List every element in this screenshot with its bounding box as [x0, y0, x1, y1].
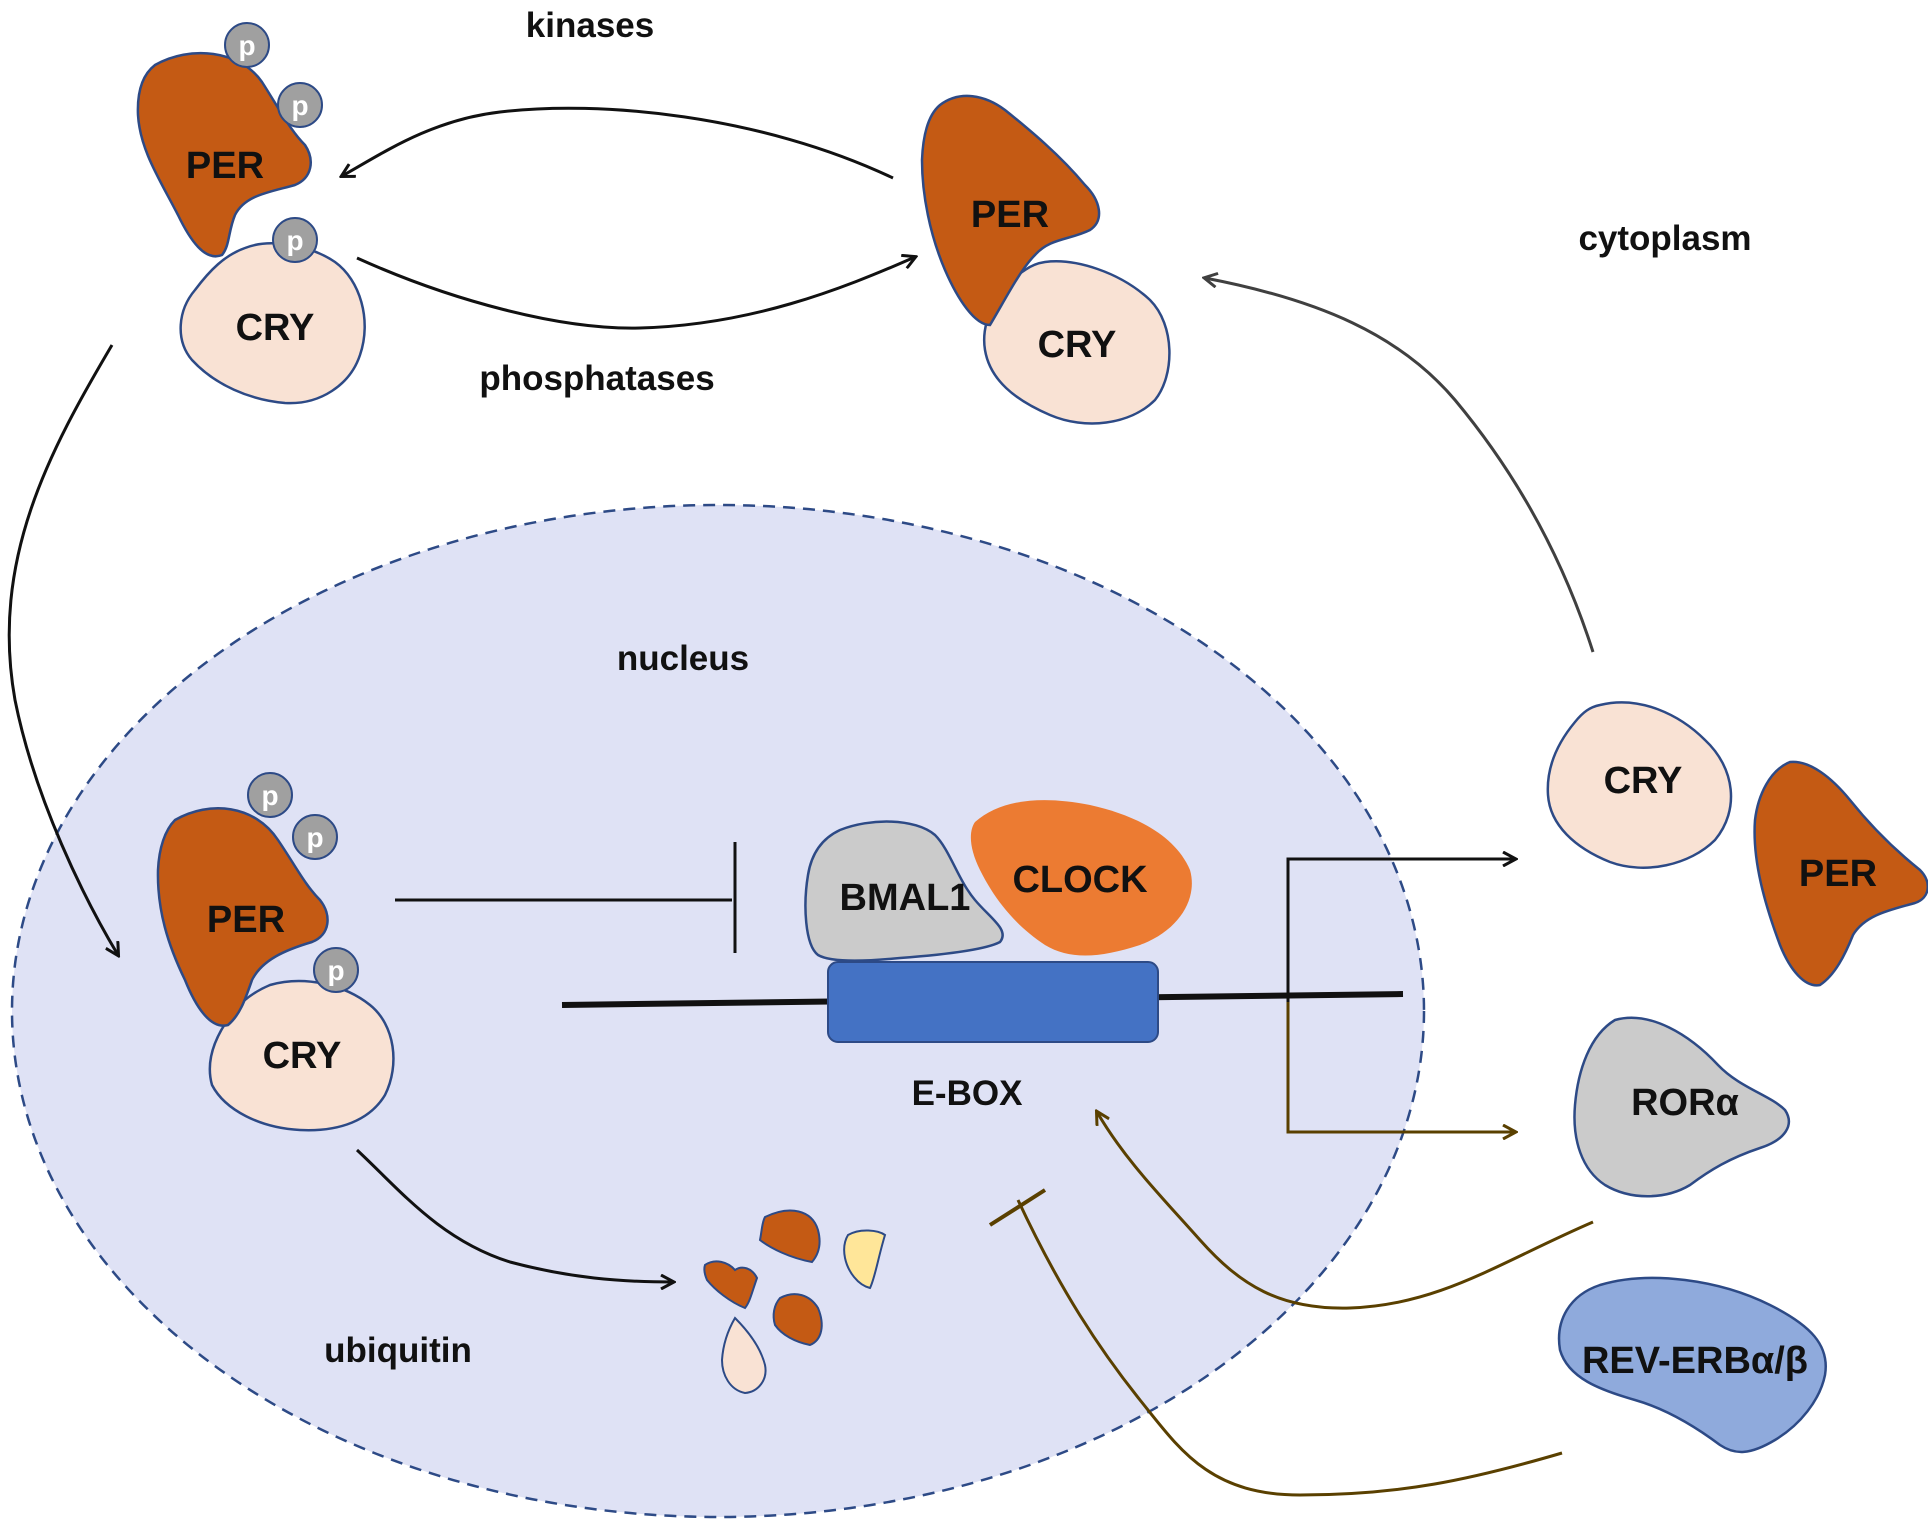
dephosphorylated-complex-top: PER CRY — [920, 94, 1171, 425]
phospho-label: p — [238, 30, 255, 61]
cytoplasm-label: cytoplasm — [1578, 219, 1751, 258]
phospho-label: p — [327, 955, 344, 986]
reverb-label: REV-ERBα/β — [1582, 1340, 1808, 1382]
phospho-label: p — [291, 90, 308, 121]
per-fragment — [772, 1293, 823, 1347]
phospho-label: p — [306, 822, 323, 853]
ror-activation-arrow — [1097, 1112, 1594, 1310]
nucleus-label: nucleus — [617, 639, 749, 678]
reverb-protein-shape — [1557, 1276, 1827, 1454]
per-protein-shape — [136, 51, 312, 258]
bmal1-protein-shape — [804, 820, 1004, 962]
phosphatases-arrow — [356, 257, 915, 330]
phosphorylated-complex-top: p p p PER CRY — [136, 22, 366, 405]
cry-protein-shape — [1546, 701, 1733, 869]
clock-protein-shape — [970, 800, 1192, 956]
phosphatases-label: phosphatases — [479, 359, 714, 398]
inhibition-line — [395, 842, 737, 953]
phospho-p-2 — [277, 82, 323, 128]
phospho-p-3 — [313, 947, 359, 993]
ebox-block — [827, 961, 1159, 1043]
per-label: PER — [971, 194, 1049, 236]
per-protein-shape — [156, 807, 329, 1027]
degraded-protein-fragments — [703, 1209, 887, 1395]
cry-protein-shape — [179, 242, 366, 405]
phospho-p-3 — [272, 217, 318, 263]
per-fragment — [758, 1209, 821, 1264]
ror-protein-shape — [1573, 1016, 1791, 1198]
cry-label: CRY — [1604, 760, 1683, 802]
bmal1-label: BMAL1 — [840, 877, 971, 919]
per-fragment — [703, 1260, 759, 1310]
transcription-arrow-cry-per — [1286, 859, 1515, 1002]
per-label: PER — [186, 145, 264, 187]
cry-label: CRY — [263, 1035, 342, 1077]
per-protein-shape — [1753, 760, 1928, 987]
ubiquitin-label: ubiquitin — [324, 1331, 472, 1370]
transcription-arrow-ror — [1286, 1002, 1515, 1132]
phospho-label: p — [286, 225, 303, 256]
phosphorylated-complex-nucleus: p p p PER CRY — [156, 772, 395, 1132]
cry-label: CRY — [1038, 324, 1117, 366]
phospho-p-1 — [224, 22, 270, 68]
per-protein-shape — [920, 94, 1101, 327]
nuclear-import-arrow — [7, 344, 118, 955]
per-label: PER — [207, 899, 285, 941]
reverb-repression-line — [1016, 1199, 1563, 1497]
ror-label: RORα — [1631, 1082, 1739, 1124]
phospho-label: p — [261, 780, 278, 811]
phospho-p-2 — [292, 814, 338, 860]
nucleus-membrane — [10, 503, 1426, 1519]
kinases-label: kinases — [526, 6, 654, 45]
export-arrow — [1205, 278, 1595, 653]
cry-fragment — [720, 1316, 767, 1395]
kinases-arrow — [342, 106, 894, 180]
reverb-repression-bar — [988, 1188, 1047, 1227]
clock-label: CLOCK — [1012, 859, 1148, 901]
cry-label: CRY — [236, 307, 315, 349]
degradation-arrow — [355, 1148, 673, 1282]
phospho-p-1 — [247, 772, 293, 818]
ebox-label: E-BOX — [912, 1074, 1024, 1113]
yellow-fragment — [843, 1229, 887, 1290]
per-label: PER — [1799, 853, 1877, 895]
